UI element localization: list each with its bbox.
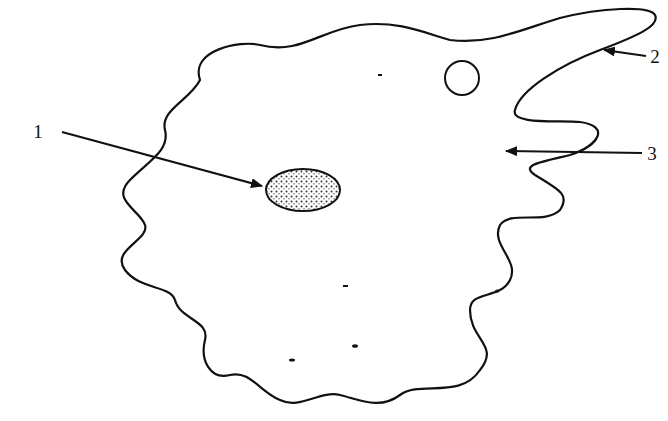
nucleus — [266, 169, 340, 211]
callout-number: 3 — [647, 144, 657, 163]
leader-arrow — [506, 151, 642, 153]
callout-number: 1 — [33, 122, 43, 141]
vacuole — [445, 61, 479, 95]
cell-membrane — [122, 9, 656, 403]
callout-number: 2 — [650, 47, 660, 66]
granules — [289, 74, 499, 362]
leader-arrow — [604, 50, 646, 56]
leader-arrow — [62, 132, 262, 186]
